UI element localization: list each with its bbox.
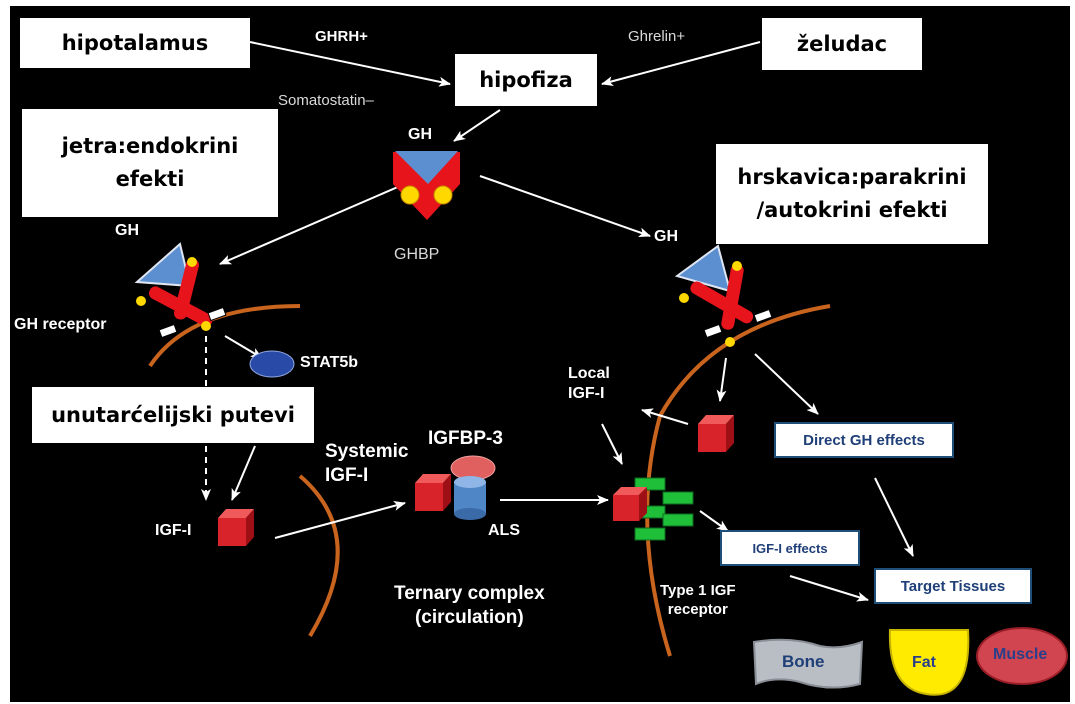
stat5b-ellipse bbox=[249, 350, 295, 378]
box-unutarcelijski-text: unutarćelijski putevi bbox=[51, 403, 295, 427]
arrow-stomach-pituitary bbox=[601, 41, 761, 87]
bone-shape bbox=[752, 638, 864, 689]
box-hipofiza-text: hipofiza bbox=[479, 68, 573, 92]
box-hipofiza: hipofiza bbox=[455, 54, 597, 106]
label-muscle: Muscle bbox=[993, 646, 1048, 663]
direct-gh-effects-text: Direct GH effects bbox=[803, 431, 925, 449]
box-hrskavica-text: hrskavica:parakrini /autokrini efekti bbox=[737, 165, 967, 222]
label-gh-left: GH bbox=[115, 222, 139, 239]
box-jetra: jetra:endokrini efekti bbox=[22, 109, 278, 217]
label-gh-receptor: GH receptor bbox=[14, 316, 107, 333]
label-als: ALS bbox=[488, 522, 520, 539]
box-direct-gh-effects: Direct GH effects bbox=[774, 422, 954, 458]
target-tissues-text: Target Tissues bbox=[900, 577, 1006, 595]
box-hrskavica: hrskavica:parakrini /autokrini efekti bbox=[716, 144, 988, 244]
box-igf-effects: IGF-I effects bbox=[720, 530, 860, 566]
label-gh-right: GH bbox=[654, 228, 678, 245]
label-gh-pituitary: GH bbox=[408, 126, 432, 143]
als-cylinder bbox=[454, 476, 486, 520]
label-fat: Fat bbox=[912, 654, 936, 671]
arrow-receptor-cube bbox=[716, 357, 727, 402]
arrow-direct-target bbox=[874, 477, 914, 557]
igf-cube-left bbox=[218, 509, 254, 546]
label-somatostatin: Somatostatin– bbox=[278, 92, 374, 109]
igf-cube-systemic bbox=[415, 474, 451, 511]
box-hipotalamus-text: hipotalamus bbox=[61, 31, 209, 55]
diagram-graphics bbox=[134, 41, 1068, 696]
arrow-to-cartilage-gh bbox=[479, 175, 651, 238]
label-type1-receptor: Type 1 IGF receptor bbox=[660, 582, 736, 618]
box-unutarcelijski: unutarćelijski putevi bbox=[32, 387, 314, 443]
ghbp-dot-left bbox=[400, 185, 420, 205]
receptor-right-arm2 bbox=[690, 281, 754, 324]
arrow-receptor-direct bbox=[754, 353, 819, 415]
diagram-canvas: hipotalamus želudac hipofiza jetra:endok… bbox=[10, 6, 1070, 702]
gh-ligand-left bbox=[134, 242, 192, 288]
arrow-local-igf-down bbox=[601, 423, 623, 465]
box-jetra-text: jetra:endokrini efekti bbox=[61, 134, 239, 191]
arrow-stat5b-igf bbox=[231, 445, 256, 501]
label-ghrh: GHRH+ bbox=[315, 28, 368, 45]
box-zeludac: želudac bbox=[762, 18, 922, 70]
gh-ligand-right bbox=[674, 244, 732, 293]
label-ghrelin: Ghrelin+ bbox=[628, 28, 686, 45]
label-ghbp: GHBP bbox=[394, 246, 440, 263]
label-stat5b: STAT5b bbox=[300, 354, 359, 371]
arrow-igf-effects-target bbox=[789, 575, 869, 602]
type1-igf-receptor bbox=[634, 477, 694, 541]
ghbp-dot-right bbox=[433, 185, 453, 205]
gh-pituitary-shape bbox=[395, 151, 458, 184]
fat-shape bbox=[888, 629, 970, 696]
arrow-pituitary-gh bbox=[453, 109, 501, 142]
box-zeludac-text: želudac bbox=[796, 32, 888, 56]
label-igfbp3: IGFBP-3 bbox=[428, 428, 503, 449]
arrow-receptor-stat5b bbox=[224, 335, 263, 359]
receptor-left-arm2 bbox=[148, 286, 213, 327]
igf-cube-local bbox=[698, 415, 734, 452]
ghbp-shape bbox=[393, 152, 460, 220]
box-hipotalamus: hipotalamus bbox=[20, 18, 250, 68]
label-igf-left: IGF-I bbox=[155, 522, 192, 539]
receptor-right-arm1 bbox=[721, 264, 744, 330]
label-ternary-complex: Ternary complex (circulation) bbox=[394, 583, 545, 628]
arrow-to-liver-gh bbox=[219, 185, 401, 265]
muscle-shape bbox=[976, 627, 1068, 685]
arrow-cube-to-local bbox=[641, 408, 689, 425]
box-target-tissues: Target Tissues bbox=[874, 568, 1032, 604]
arrow-hypothalamus-pituitary bbox=[249, 41, 451, 87]
cell-membrane-lower bbox=[298, 474, 340, 638]
label-systemic-igf: Systemic IGF-I bbox=[325, 441, 409, 486]
arrow-receptor-igf-effects bbox=[699, 510, 729, 532]
label-bone: Bone bbox=[782, 652, 825, 671]
arrow-igf-systemic bbox=[274, 501, 406, 539]
igf-effects-text: IGF-I effects bbox=[752, 540, 828, 556]
igf-cube-receptor bbox=[613, 487, 647, 521]
label-local-igf: Local IGF-I bbox=[568, 365, 610, 402]
